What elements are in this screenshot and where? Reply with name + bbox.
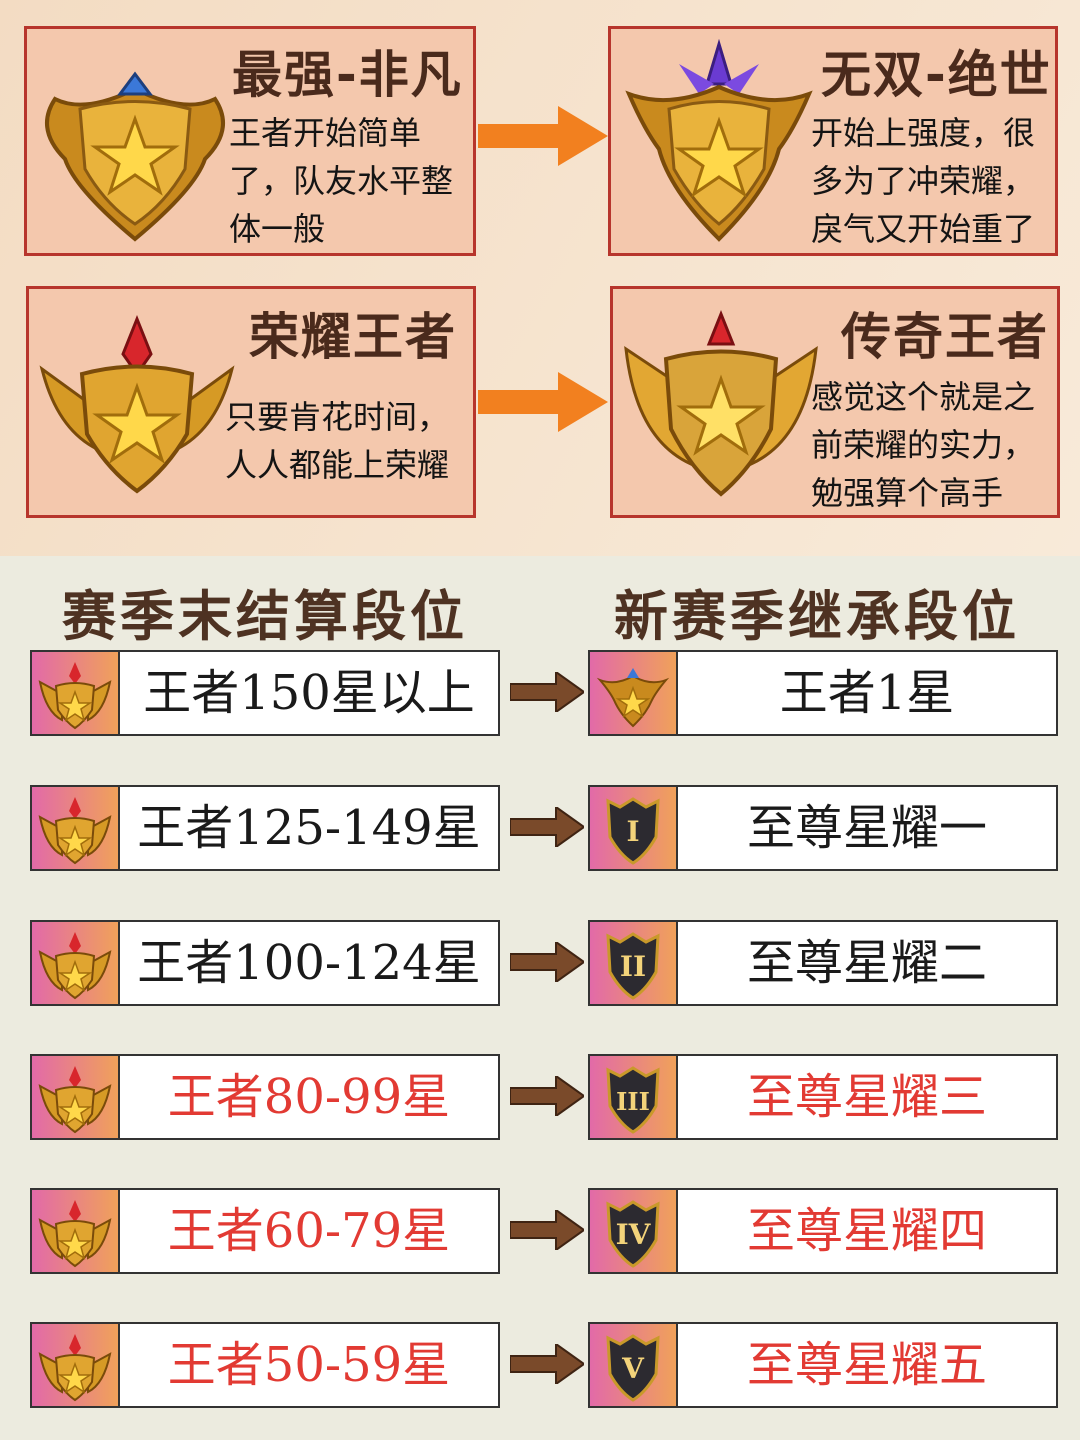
star-glory-v-icon: V <box>606 1334 660 1402</box>
king-badge-icon <box>38 932 112 1000</box>
shield-badge-icon <box>45 71 225 242</box>
card-chuanqi-wangzhe: 传奇王者 感觉这个就是之 前荣耀的实力， 勉强算个高手 <box>610 286 1060 518</box>
heading-season-end: 赛季末结算段位 <box>62 585 468 648</box>
roman-numeral: III <box>616 1087 650 1116</box>
to-rank-label: 至尊星耀五 <box>746 1337 987 1393</box>
king-badge-icon <box>38 1200 112 1268</box>
star-glory-iii-icon: III <box>606 1066 660 1134</box>
arrow-right-icon <box>478 372 608 432</box>
roman-numeral: II <box>620 950 646 983</box>
to-rank-box: 王者1星 <box>588 650 1058 736</box>
to-rank-label: 王者1星 <box>779 665 955 721</box>
from-rank-box: 王者50-59星 <box>30 1322 500 1408</box>
arrow-right-icon <box>510 1210 584 1250</box>
arrow-right-icon <box>478 106 608 166</box>
from-rank-box: 王者100-124星 <box>30 920 500 1006</box>
heading-new-season: 新赛季继承段位 <box>614 585 1020 648</box>
from-rank-label: 王者150星以上 <box>143 665 475 721</box>
card-desc: 感觉这个就是之 前荣耀的实力， 勉强算个高手 <box>811 378 1036 512</box>
rank-icon-cell: II <box>590 922 678 1004</box>
to-rank-box: III 至尊星耀三 <box>588 1054 1058 1140</box>
rank-icon-cell: V <box>590 1324 678 1406</box>
card-zuiqiang-feifan: 最强-非凡 王者开始简单 了，队友水平整 体一般 <box>24 26 476 256</box>
king-badge-icon <box>38 662 112 730</box>
card-title: 传奇王者 <box>841 308 1049 366</box>
card-wushuang-jueshi: 无双-绝世 开始上强度，很 多为了冲荣耀， 戾气又开始重了 <box>608 26 1058 256</box>
card-desc: 只要肯花时间， 人人都能上荣耀 <box>225 398 450 484</box>
king-badge-icon <box>38 1066 112 1134</box>
shield-badge-icon <box>596 668 670 728</box>
roman-numeral: IV <box>616 1218 652 1251</box>
card-desc: 开始上强度，很 多为了冲荣耀， 戾气又开始重了 <box>811 114 1036 248</box>
from-rank-box: 王者125-149星 <box>30 785 500 871</box>
from-rank-label: 王者125-149星 <box>137 800 481 856</box>
from-rank-label: 王者80-99星 <box>167 1069 451 1125</box>
star-glory-ii-icon: II <box>606 932 660 1000</box>
red-gem-wing-badge-icon <box>39 314 235 494</box>
rank-icon-cell: I <box>590 787 678 869</box>
roman-numeral: I <box>626 815 639 848</box>
arrow-right-icon <box>510 942 584 982</box>
card-desc: 王者开始简单 了，队友水平整 体一般 <box>229 114 454 248</box>
rank-icon-cell <box>32 922 120 1004</box>
to-rank-label: 至尊星耀四 <box>746 1203 987 1259</box>
rank-icon-cell: III <box>590 1056 678 1138</box>
to-rank-box: V 至尊星耀五 <box>588 1322 1058 1408</box>
rank-icon-cell: IV <box>590 1190 678 1272</box>
from-rank-label: 王者100-124星 <box>137 935 481 991</box>
to-rank-box: II 至尊星耀二 <box>588 920 1058 1006</box>
from-rank-label: 王者60-79星 <box>167 1203 451 1259</box>
purple-crown-badge-icon <box>625 39 813 242</box>
arrow-right-icon <box>510 1076 584 1116</box>
from-rank-box: 王者80-99星 <box>30 1054 500 1140</box>
rank-icon-cell <box>32 787 120 869</box>
arrow-right-icon <box>510 1344 584 1384</box>
to-rank-box: IV 至尊星耀四 <box>588 1188 1058 1274</box>
from-rank-box: 王者150星以上 <box>30 650 500 736</box>
star-glory-i-icon: I <box>606 797 660 865</box>
to-rank-label: 至尊星耀一 <box>746 800 987 856</box>
to-rank-box: I 至尊星耀一 <box>588 785 1058 871</box>
king-badge-icon <box>38 1334 112 1402</box>
rank-icon-cell <box>590 652 678 734</box>
star-glory-iv-icon: IV <box>606 1200 660 1268</box>
golden-wing-badge-icon <box>624 309 818 497</box>
arrow-right-icon <box>510 807 584 847</box>
to-rank-label: 至尊星耀三 <box>746 1069 987 1125</box>
roman-numeral: V <box>621 1352 645 1385</box>
card-title: 最强-非凡 <box>232 46 463 104</box>
from-rank-label: 王者50-59星 <box>167 1337 451 1393</box>
king-badge-icon <box>38 797 112 865</box>
rank-icon-cell <box>32 1324 120 1406</box>
rank-icon-cell <box>32 1056 120 1138</box>
rank-icon-cell <box>32 1190 120 1272</box>
to-rank-label: 至尊星耀二 <box>746 935 987 991</box>
card-rongyao-wangzhe: 荣耀王者 只要肯花时间， 人人都能上荣耀 <box>26 286 476 518</box>
from-rank-box: 王者60-79星 <box>30 1188 500 1274</box>
rank-icon-cell <box>32 652 120 734</box>
card-title: 无双-绝世 <box>821 46 1052 104</box>
arrow-right-icon <box>510 672 584 712</box>
card-title: 荣耀王者 <box>249 308 457 366</box>
